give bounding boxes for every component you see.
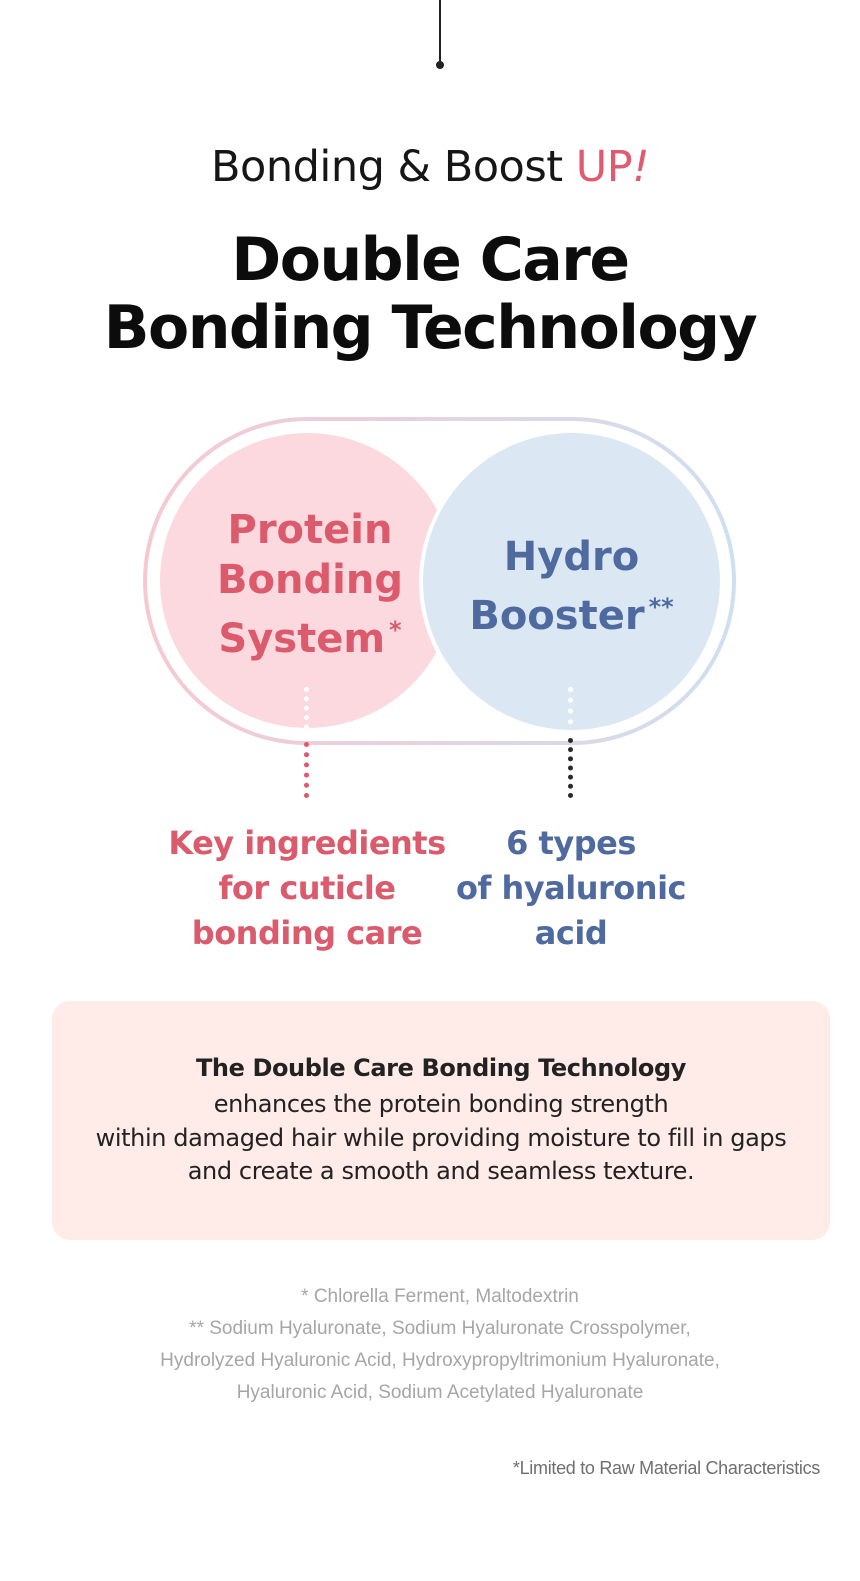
footnote-line: * Chlorella Ferment, Maltodextrin [301, 1286, 579, 1307]
description-line: of hyaluronic [455, 869, 687, 907]
disclaimer: *Limited to Raw Material Characteristics [512, 1458, 820, 1478]
eyebrow-heading: Bonding & Boost UP! [0, 142, 860, 192]
hydro-booster-label-line: Hydro [503, 534, 640, 580]
page-title: Double Care Bonding Technology [0, 226, 860, 362]
info-headline: The Double Care Bonding Technology [195, 1054, 687, 1082]
blue-dotted-connector [568, 738, 573, 798]
info-body-line: and create a smooth and seamless texture… [187, 1157, 695, 1185]
title-line-2: Bonding Technology [103, 293, 758, 363]
eyebrow-text: Bonding & Boost [211, 142, 576, 192]
blue-dotted-connector-inner [568, 687, 573, 735]
protein-bonding-description: Key ingredients for cuticle bonding care [157, 821, 457, 956]
footnote-mark-double: ** [648, 593, 674, 621]
protein-bonding-label: Protein Bonding System* [160, 505, 460, 664]
description-line: Key ingredients [168, 824, 446, 862]
info-box [52, 1001, 830, 1240]
top-connector-dot [435, 61, 444, 69]
ingredient-footnotes: * Chlorella Ferment, Maltodextrin ** Sod… [0, 1281, 860, 1409]
hydro-booster-label-line: Booster [469, 593, 645, 639]
title-line-1: Double Care [231, 225, 630, 295]
pink-dotted-connector-inner [304, 687, 309, 739]
protein-bonding-circle [160, 433, 455, 728]
info-body-line: enhances the protein bonding strength [213, 1090, 669, 1118]
hydro-booster-circle [423, 433, 720, 730]
hydro-booster-label: Hydro Booster** [423, 532, 720, 641]
description-line: 6 types [506, 824, 636, 862]
footnote-line: ** Sodium Hyaluronate, Sodium Hyaluronat… [189, 1318, 691, 1339]
pink-dotted-connector [304, 742, 309, 798]
footnote-line: Hyaluronic Acid, Sodium Acetylated Hyalu… [236, 1382, 644, 1403]
eyebrow-exclamation: ! [632, 142, 649, 192]
description-line: acid [534, 914, 608, 952]
top-connector-line [439, 0, 441, 63]
info-body: enhances the protein bonding strength wi… [52, 1088, 830, 1189]
description-line: bonding care [191, 914, 423, 952]
hydro-booster-description: 6 types of hyaluronic acid [421, 821, 721, 956]
description-line: for cuticle [218, 869, 396, 907]
eyebrow-accent: UP [575, 142, 633, 192]
protein-bonding-label-line: Bonding [217, 557, 403, 603]
footnote-mark-single: * [389, 616, 402, 644]
protein-bonding-label-line: Protein [227, 507, 393, 553]
footnote-line: Hydrolyzed Hyaluronic Acid, Hydroxypropy… [160, 1350, 720, 1371]
info-body-line: within damaged hair while providing mois… [95, 1123, 787, 1152]
protein-bonding-label-line: System [218, 616, 386, 662]
